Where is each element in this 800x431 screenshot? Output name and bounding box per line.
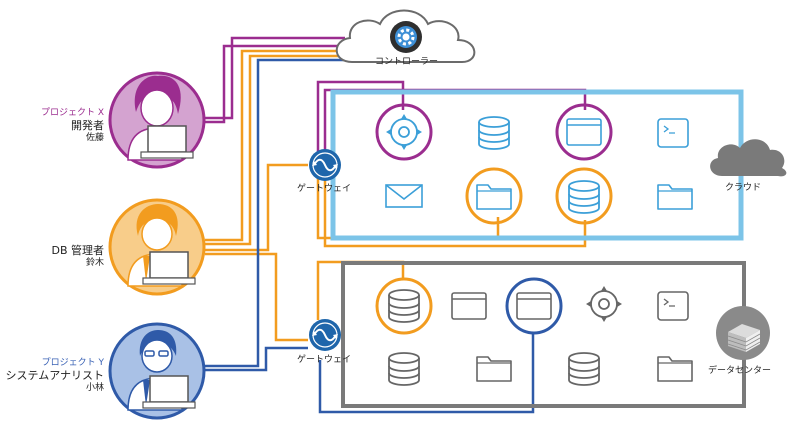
window-icon[interactable] — [451, 292, 487, 320]
gateway-cloud-icon[interactable] — [309, 149, 341, 181]
gateway-datacenter-icon[interactable] — [309, 319, 341, 351]
project-label: プロジェクト X — [40, 108, 104, 118]
role-label: システムアナリスト — [5, 369, 104, 383]
window-icon[interactable] — [516, 292, 552, 320]
user-label-system-analyst: プロジェクト Y システムアナリスト 小林 — [6, 358, 104, 394]
user-label-db-admin: DB 管理者 鈴木 — [51, 244, 104, 269]
user-name: 佐藤 — [85, 133, 104, 143]
user-name: 鈴木 — [85, 257, 104, 268]
highlight-ring — [555, 103, 613, 161]
blue-connections — [205, 58, 535, 414]
target-icon[interactable] — [585, 285, 623, 323]
database-icon[interactable] — [568, 352, 600, 386]
highlight-ring — [555, 167, 613, 225]
window-icon[interactable] — [566, 118, 602, 146]
user-avatar-db-admin[interactable] — [108, 198, 206, 296]
folder-icon[interactable] — [476, 184, 512, 210]
database-icon[interactable] — [388, 352, 420, 386]
terminal-icon[interactable] — [657, 291, 689, 321]
cloud-icon — [710, 139, 787, 177]
cloud-region — [330, 89, 744, 241]
controller-label: コントローラー — [375, 57, 439, 67]
datacenter-label: データセンター — [708, 366, 772, 376]
cloud-label: クラウド — [725, 183, 762, 193]
database-icon[interactable] — [478, 116, 510, 150]
highlight-ring — [505, 277, 563, 335]
role-label: 開発者 — [71, 119, 104, 133]
user-name: 小林 — [85, 383, 104, 393]
terminal-icon[interactable] — [657, 118, 689, 148]
highlight-ring — [375, 103, 433, 161]
gateway-datacenter-label: ゲートウェイ — [297, 355, 352, 365]
highlight-ring — [465, 167, 523, 225]
user-avatar-developer[interactable] — [108, 71, 206, 169]
gateway-cloud-label: ゲートウェイ — [297, 184, 352, 194]
user-label-developer: プロジェクト X 開発者 佐藤 — [41, 108, 104, 144]
database-icon[interactable] — [388, 289, 420, 323]
datacenter-icon — [716, 306, 770, 360]
folder-icon[interactable] — [476, 356, 512, 382]
highlight-ring — [375, 277, 433, 335]
mail-icon[interactable] — [385, 184, 423, 208]
controller-cloud[interactable] — [335, 9, 476, 63]
target-icon[interactable] — [385, 113, 423, 151]
project-label: プロジェクト Y — [41, 358, 104, 368]
folder-icon[interactable] — [657, 356, 693, 382]
folder-icon[interactable] — [657, 184, 693, 210]
database-icon[interactable] — [568, 180, 600, 214]
user-avatar-system-analyst[interactable] — [108, 322, 206, 420]
role-label: DB 管理者 — [51, 244, 104, 257]
